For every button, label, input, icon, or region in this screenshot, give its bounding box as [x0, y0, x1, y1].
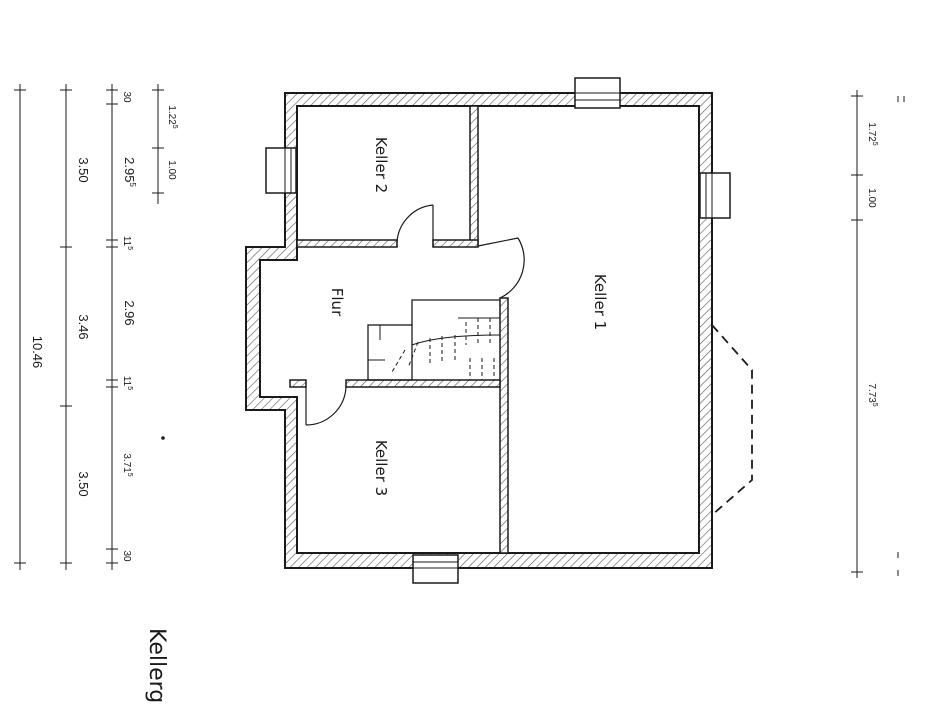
outer-walls	[245, 92, 713, 569]
room-label-keller3: Keller 3	[372, 440, 390, 496]
doors	[305, 204, 525, 426]
room-label-flur: Flur	[328, 288, 346, 317]
dim-inner-b: 2.96	[122, 300, 137, 325]
dim-segment-a: 3.50	[76, 157, 91, 182]
dimension-chains-left: 10.46 3.50 3.46 3.50 30 2.955 115 2.96 1…	[14, 84, 178, 570]
staircase	[367, 299, 501, 381]
dim-right-window-width: 1.00	[866, 188, 877, 208]
room-label-keller2: Keller 2	[372, 137, 390, 193]
dim-segment-c: 3.50	[76, 471, 91, 496]
dim-right-window-sill: 1.725	[866, 122, 878, 145]
interior-walls	[289, 105, 509, 554]
stray-mark	[161, 436, 165, 440]
dim-partition-1: 115	[121, 236, 133, 250]
dim-inner-c: 3.715	[121, 453, 133, 476]
plan-title-fragment: Kellerg	[144, 628, 169, 703]
dim-segment-b: 3.46	[76, 314, 91, 339]
dim-wall-bottom: 30	[121, 550, 132, 562]
dim-total: 10.46	[30, 336, 45, 369]
window-bottom	[412, 554, 459, 584]
window-right	[699, 172, 731, 219]
dimension-chain-right: 1.725 1.00 7.735	[851, 90, 905, 578]
room-label-keller1: Keller 1	[591, 274, 609, 330]
dim-window-sill: 1.225	[166, 105, 178, 128]
dim-right-remaining: 7.735	[866, 383, 878, 406]
windows	[265, 77, 731, 584]
dim-wall-top: 30	[121, 91, 132, 103]
dim-window-width: 1.00	[166, 160, 177, 180]
dim-partition-2: 115	[121, 376, 133, 390]
light-shaft	[711, 324, 753, 516]
dim-inner-a: 2.955	[122, 157, 137, 187]
